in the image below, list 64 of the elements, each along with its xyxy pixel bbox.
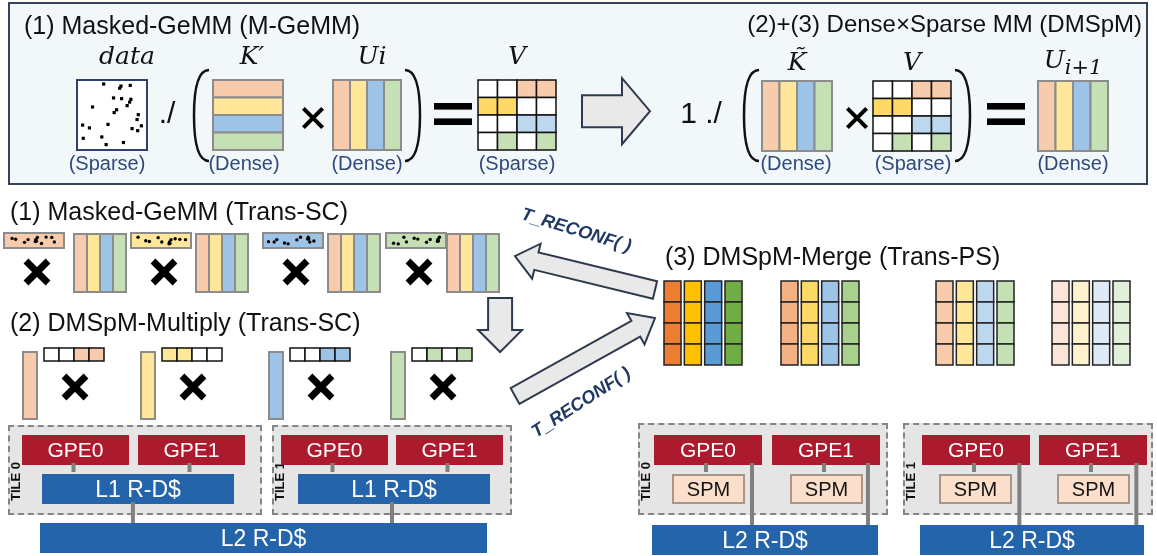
section-title: (1) Masked-GeMM (Trans-SC) (10, 197, 348, 226)
matrix-type-label: (Dense) (330, 152, 404, 175)
connector-line (750, 463, 754, 525)
matrix-symbol: Ui (356, 42, 388, 71)
block-arrow (513, 241, 659, 300)
tile-box (903, 423, 1153, 515)
matrix-symbol: U$_{i+1}$ (1042, 46, 1104, 80)
block-arrow (581, 75, 652, 147)
processor-block: GPE1 (772, 435, 880, 465)
matrix-type-label: (Dense) (1036, 152, 1110, 175)
matrix-symbol: data (98, 42, 156, 71)
tile-label: TILE 1 (903, 462, 918, 501)
matrix-symbol: K̃ (786, 48, 809, 77)
matrix-type-label: (Sparse) (67, 152, 147, 175)
matrix-symbol: K′ (238, 42, 266, 71)
tile-label: TILE 0 (638, 462, 653, 501)
memory-block: SPM (790, 474, 863, 504)
processor-block: GPE0 (22, 435, 129, 465)
memory-block: SPM (939, 474, 1012, 504)
connector-line (865, 463, 870, 525)
cache-bar: L1 R-D$ (42, 474, 234, 504)
section-title: (2)+(3) Dense×Sparse MM (DMSpM) (747, 10, 1142, 38)
tile-box (272, 425, 512, 515)
connector-line (704, 463, 708, 472)
section-title: (2) DMSpM-Multiply (Trans-SC) (10, 308, 361, 337)
connector-line (1017, 463, 1022, 525)
processor-block: GPE0 (654, 435, 762, 465)
operator-text: ./ (157, 96, 177, 131)
connector-line (71, 463, 76, 472)
matrix-type-label: (Sparse) (873, 152, 953, 175)
connector-line (822, 463, 826, 472)
matrix-symbol: V (506, 42, 529, 71)
matrix-symbol: V (901, 48, 924, 77)
connector-line (1089, 463, 1093, 472)
cache-bar: L2 R-D$ (40, 523, 487, 553)
connector-line (330, 463, 335, 472)
section-title: (3) DMSpM-Merge (Trans-PS) (665, 242, 1001, 271)
cache-bar: L1 R-D$ (298, 474, 490, 504)
processor-block: GPE0 (922, 435, 1030, 465)
operator-text: 1 ./ (679, 96, 723, 131)
connector-line (972, 463, 976, 472)
connector-line (187, 463, 192, 472)
memory-block: SPM (672, 474, 745, 504)
cache-bar: L2 R-D$ (920, 525, 1144, 555)
matrix-type-label: (Dense) (207, 152, 281, 175)
block-arrow (509, 311, 657, 406)
cache-bar: L2 R-D$ (652, 525, 878, 555)
panel-background (8, 2, 1148, 185)
processor-block: GPE1 (138, 435, 245, 465)
memory-block: SPM (1057, 474, 1130, 504)
processor-block: GPE1 (396, 435, 503, 465)
connector-line (445, 463, 450, 472)
section-title: (1) Masked-GeMM (M-GeMM) (24, 11, 361, 40)
connector-line (1134, 463, 1139, 525)
connector-line (130, 502, 135, 523)
processor-block: GPE1 (1039, 435, 1147, 465)
tile-label: TILE 0 (8, 462, 23, 501)
tile-box (8, 425, 262, 515)
matrix-type-label: (Sparse) (477, 152, 557, 175)
matrix-type-label: (Dense) (759, 152, 833, 175)
connector-line (390, 502, 394, 523)
block-arrow (475, 297, 525, 354)
tile-box (638, 423, 888, 515)
processor-block: GPE0 (281, 435, 388, 465)
